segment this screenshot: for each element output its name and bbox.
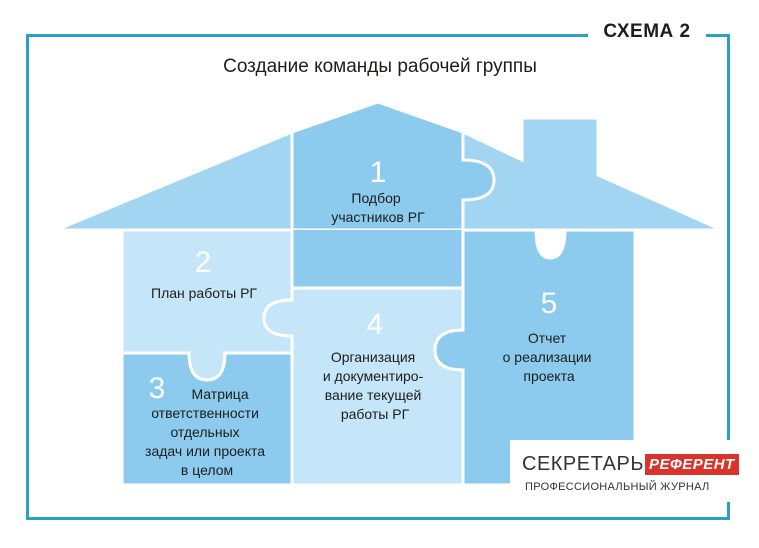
puzzle-piece-1: [290, 100, 496, 232]
piece-5-number: 5: [541, 287, 558, 320]
puzzle-piece-3: [120, 351, 294, 487]
piece-5-line-1: Отчет: [528, 330, 567, 346]
piece-4-line-4: работы РГ: [341, 406, 410, 422]
piece-1-number: 1: [370, 156, 387, 189]
logo-accent-text: РЕФЕРЕНТ: [644, 453, 739, 475]
piece-4-label: Организация и документиро- вание текущей…: [323, 349, 427, 422]
piece-3-line-2: ответственности: [151, 405, 259, 421]
logo-main-text: СЕКРЕТАРЬ: [522, 452, 644, 475]
magazine-logo: СЕКРЕТАРЬ РЕФЕРЕНТ ПРОФЕССИОНАЛЬНЫЙ ЖУРН…: [510, 440, 739, 502]
schema-badge: СХЕМА 2: [588, 17, 706, 47]
piece-1-line-2: участников РГ: [331, 209, 425, 225]
piece-5-label: Отчет о реализации проекта: [503, 330, 596, 384]
piece-2-label: План работы РГ: [151, 285, 257, 301]
roof-left: [55, 129, 294, 232]
piece-1-line-1: Подбор: [351, 190, 401, 206]
piece-4-line-1: Организация: [331, 349, 415, 365]
roof-right: [461, 116, 723, 232]
piece-1-label: Подбор участников РГ: [331, 190, 425, 225]
logo-subtitle: ПРОФЕССИОНАЛЬНЫЙ ЖУРНАЛ: [525, 481, 710, 493]
diagram-frame: [26, 34, 730, 520]
piece-4-line-2: и документиро-: [323, 368, 424, 384]
diagram-title: Создание команды рабочей группы: [223, 56, 537, 77]
piece-5-line-2: о реализации: [503, 349, 592, 365]
puzzle-piece-1-base: [292, 230, 463, 288]
piece-3-line-5: в целом: [181, 462, 233, 478]
piece-3-line-1: Матрица: [191, 386, 248, 402]
piece-3-line-4: задач или проекта: [145, 443, 265, 459]
piece-2-number: 2: [195, 246, 212, 279]
piece-2-line-1: План работы РГ: [151, 285, 257, 301]
piece-3-label: Матрица ответственности отдельных задач …: [145, 386, 269, 478]
piece-4-line-3: вание текущей: [325, 387, 422, 403]
piece-4-number: 4: [367, 308, 384, 341]
piece-5-line-3: проекта: [523, 368, 574, 384]
piece-3-line-3: отдельных: [170, 424, 239, 440]
logo-wordmark: СЕКРЕТАРЬ РЕФЕРЕНТ: [522, 452, 739, 476]
puzzle-piece-4: [262, 286, 465, 487]
piece-3-number: 3: [149, 372, 166, 405]
